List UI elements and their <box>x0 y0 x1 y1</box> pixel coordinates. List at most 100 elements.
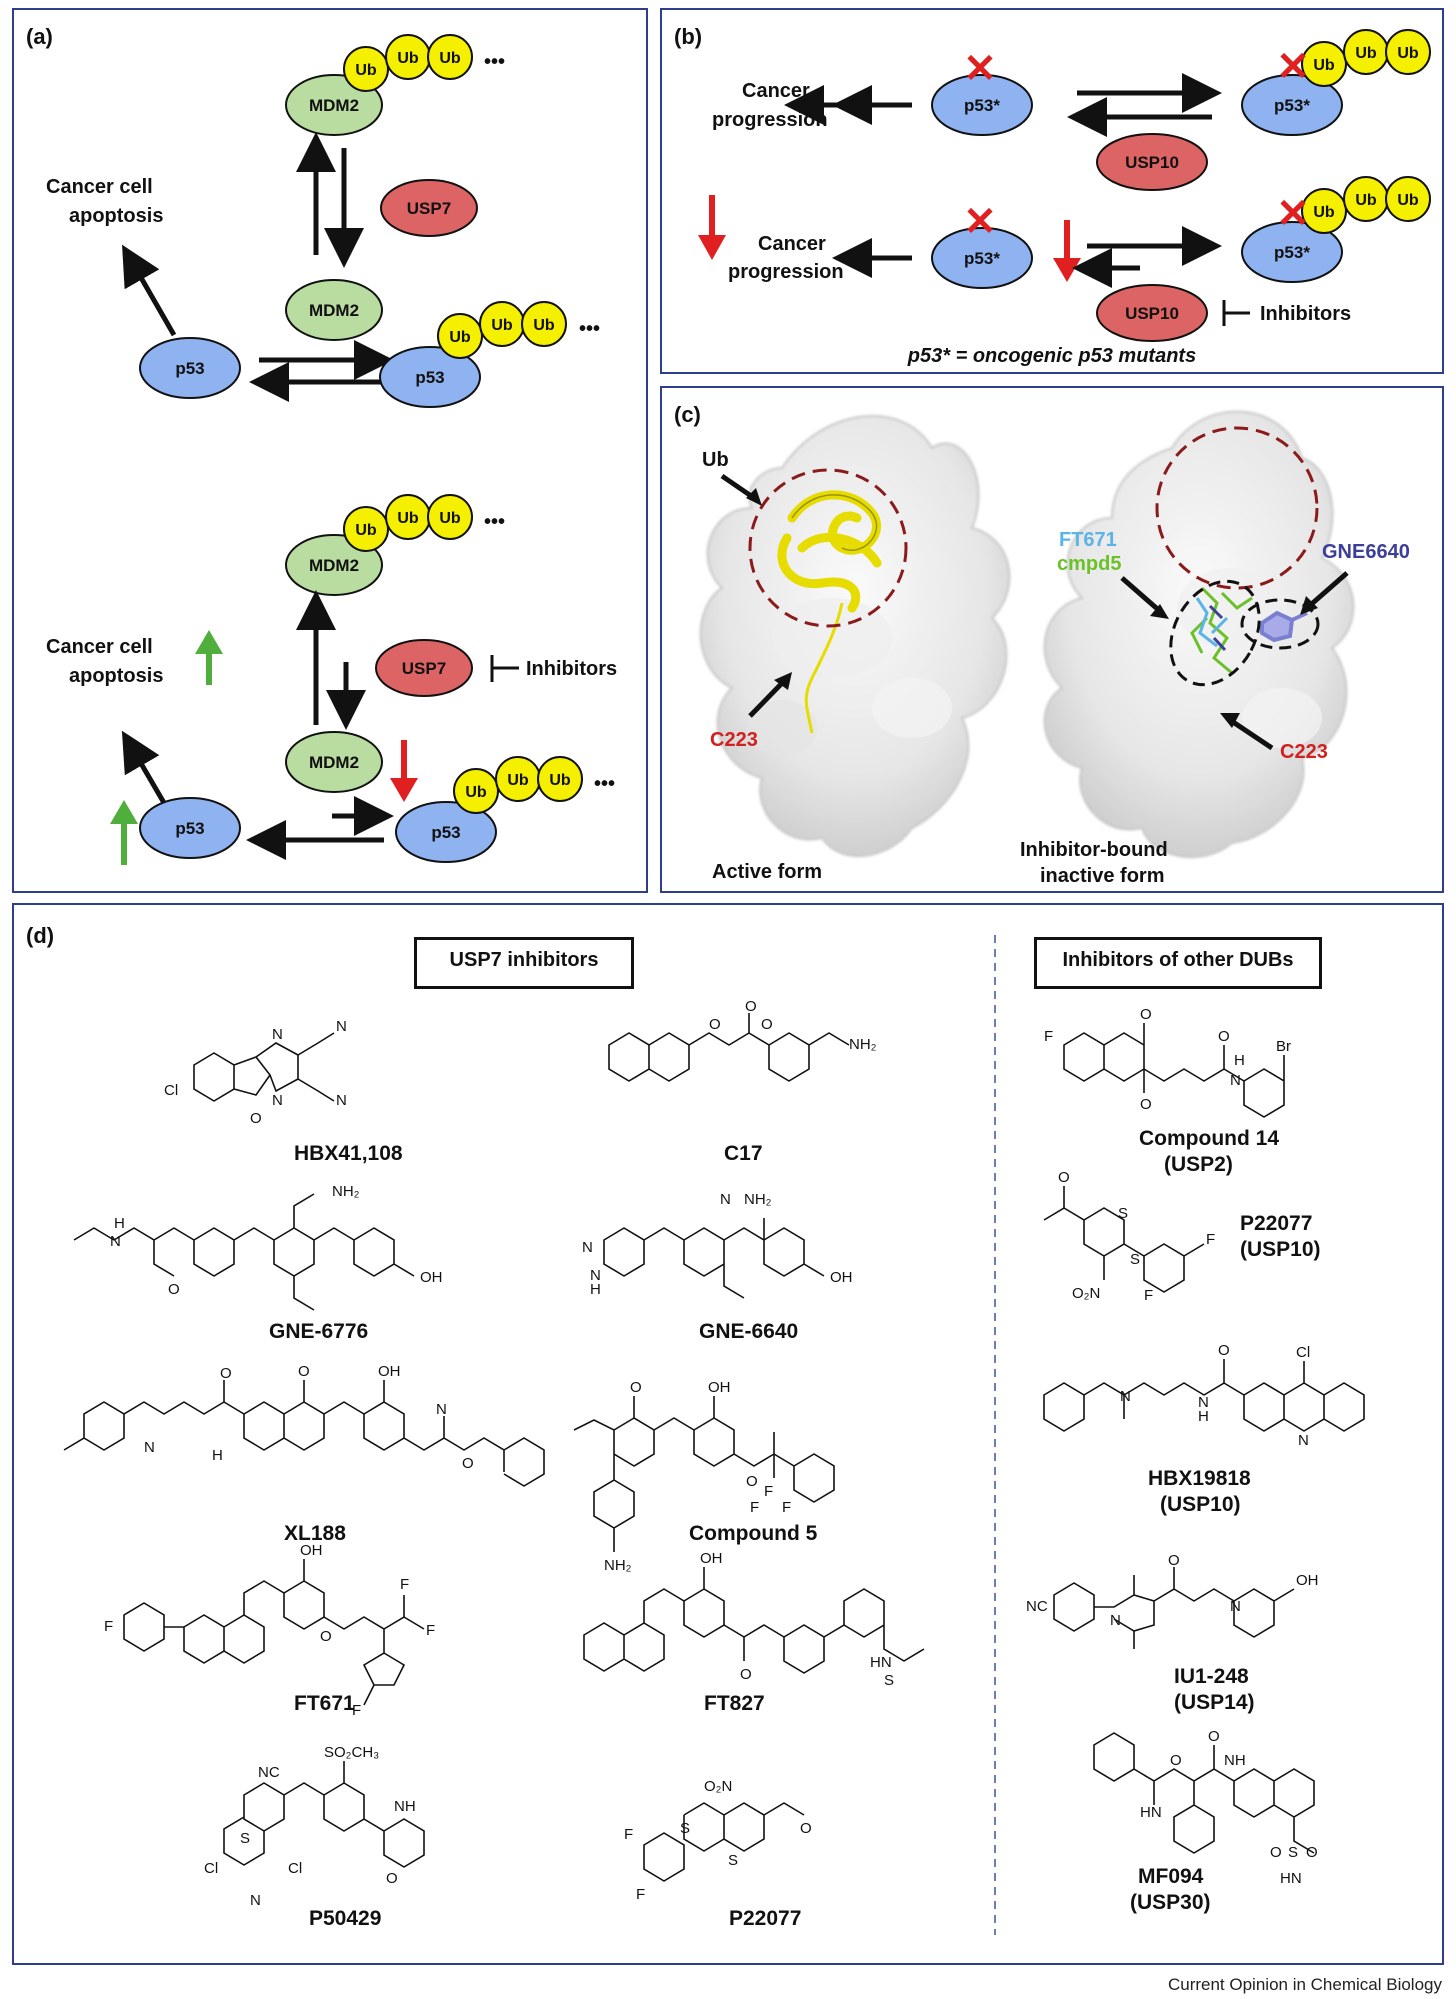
svg-text:O: O <box>740 1666 752 1683</box>
mdm2-ubiquitinated-bottom: MDM2 Ub Ub Ub ••• <box>285 494 505 596</box>
inactive-form-label-2: inactive form <box>1040 865 1164 887</box>
other-dubs-title: Inhibitors of other DUBs <box>1034 937 1322 989</box>
usp7-inhibitors-title: USP7 inhibitors <box>414 937 634 989</box>
svg-text:N: N <box>1120 1388 1131 1405</box>
svg-text:p53*: p53* <box>1274 96 1310 115</box>
structure-gne6776: H N O OH NH₂ GNE-6776 <box>73 1183 443 1343</box>
structure-p50429: SO₂CH₃ NC S NH O Cl Cl N P50429 <box>204 1744 425 1930</box>
svg-text:(USP30): (USP30) <box>1130 1891 1211 1914</box>
usp7-top: USP7 <box>380 179 478 237</box>
svg-text:S: S <box>1288 1844 1298 1861</box>
svg-text:O: O <box>746 1473 758 1490</box>
svg-text:H: H <box>212 1447 223 1464</box>
svg-text:P22077: P22077 <box>729 1907 801 1930</box>
svg-text:O: O <box>630 1379 642 1396</box>
svg-text:O: O <box>745 998 757 1015</box>
cmpd5-label: cmpd5 <box>1057 553 1121 575</box>
svg-text:Cl: Cl <box>1296 1344 1310 1361</box>
structure-ft671: F OH O F F F FT671 <box>104 1542 435 1719</box>
svg-text:USP7: USP7 <box>407 199 451 218</box>
apoptosis-label-top: Cancer cell <box>46 176 153 198</box>
svg-text:MDM2: MDM2 <box>309 753 359 772</box>
mdm2-middle: MDM2 <box>285 279 383 341</box>
svg-text:FT671: FT671 <box>294 1692 355 1715</box>
svg-text:F: F <box>782 1499 791 1516</box>
svg-text:(USP14): (USP14) <box>1174 1691 1255 1714</box>
svg-text:XL188: XL188 <box>284 1522 346 1545</box>
panel-a-label: (a) <box>26 24 53 49</box>
figure-credit: Current Opinion in Chemical Biology <box>1167 1975 1442 1994</box>
svg-text:N: N <box>1230 1598 1241 1615</box>
svg-text:H: H <box>114 1215 125 1232</box>
svg-text:p53*: p53* <box>964 96 1000 115</box>
svg-text:OH: OH <box>708 1379 731 1396</box>
panel-b: (b) Cancer progression <box>660 8 1444 374</box>
svg-text:O₂N: O₂N <box>1072 1285 1100 1302</box>
svg-text:MF094: MF094 <box>1138 1865 1204 1888</box>
structure-c17: O O O NH₂ C17 <box>608 998 877 1165</box>
svg-text:Ub: Ub <box>1313 57 1335 74</box>
svg-text:O: O <box>1208 1728 1220 1745</box>
svg-text:H: H <box>1198 1408 1209 1425</box>
svg-text:Ub: Ub <box>449 329 471 346</box>
panel-d: (d) USP7 inhibitors Inhibitors of other … <box>12 903 1444 1965</box>
usp10-bottom: USP10 <box>1096 284 1208 342</box>
c223-label-left: C223 <box>710 729 758 751</box>
structure-hbx41108: Cl N N N N O HBX41,108 <box>164 1018 403 1165</box>
svg-text:NH: NH <box>394 1798 416 1815</box>
svg-text:apoptosis: apoptosis <box>69 205 163 227</box>
svg-text:H: H <box>590 1281 601 1298</box>
svg-text:F: F <box>426 1622 435 1639</box>
svg-text:NH₂: NH₂ <box>744 1191 772 1208</box>
svg-text:Ub: Ub <box>1355 45 1377 62</box>
svg-text:NC: NC <box>1026 1598 1048 1615</box>
svg-text:USP10: USP10 <box>1125 304 1179 323</box>
structure-gne6640: N N H N NH₂ OH GNE-6640 <box>582 1191 853 1343</box>
svg-text:N: N <box>110 1233 121 1250</box>
svg-text:(USP10): (USP10) <box>1240 1238 1321 1261</box>
svg-text:O: O <box>709 1016 721 1033</box>
svg-text:USP10: USP10 <box>1125 153 1179 172</box>
svg-text:GNE-6776: GNE-6776 <box>269 1320 368 1343</box>
panel-b-diagram: Cancer progression <box>698 29 1431 367</box>
svg-text:N: N <box>1230 1072 1241 1089</box>
svg-text:F: F <box>764 1483 773 1500</box>
svg-text:Ub: Ub <box>439 50 461 67</box>
p53-ubiquitinated-top: p53 Ub Ub Ub ••• <box>379 301 600 408</box>
c223-label-right: C223 <box>1280 741 1328 763</box>
svg-text:O: O <box>1170 1752 1182 1769</box>
svg-text:O: O <box>462 1455 474 1472</box>
svg-text:MDM2: MDM2 <box>309 556 359 575</box>
svg-text:Cl: Cl <box>288 1860 302 1877</box>
svg-text:N: N <box>272 1026 283 1043</box>
svg-text:O: O <box>168 1281 180 1298</box>
svg-text:Ub: Ub <box>397 510 419 527</box>
svg-text:p53: p53 <box>175 819 204 838</box>
structure-ft827: OH O HN S FT827 <box>583 1550 925 1715</box>
apoptosis-label-bottom: Cancer cell <box>46 636 153 658</box>
svg-text:O₂N: O₂N <box>704 1778 732 1795</box>
svg-text:P50429: P50429 <box>309 1907 381 1930</box>
svg-text:Ub: Ub <box>1397 45 1419 62</box>
svg-text:P22077: P22077 <box>1240 1212 1312 1235</box>
svg-text:O: O <box>1270 1844 1282 1861</box>
svg-text:Compound 14: Compound 14 <box>1139 1127 1279 1150</box>
protein-surface-inactive <box>1043 410 1355 859</box>
svg-text:Compound 5: Compound 5 <box>689 1522 818 1545</box>
mdm2-label: MDM2 <box>309 96 359 115</box>
svg-text:S: S <box>680 1820 690 1837</box>
svg-text:N: N <box>272 1092 283 1109</box>
structure-compound14: F O O O H N Br Compound 14 (USP2) <box>1044 1006 1291 1176</box>
svg-text:HN: HN <box>1140 1804 1162 1821</box>
svg-text:apoptosis: apoptosis <box>69 665 163 687</box>
compound-name: HBX41,108 <box>294 1142 403 1165</box>
svg-text:p53*: p53* <box>1274 243 1310 262</box>
svg-text:(USP2): (USP2) <box>1164 1153 1233 1176</box>
svg-text:✕: ✕ <box>963 200 997 244</box>
svg-text:NC: NC <box>258 1764 280 1781</box>
svg-text:Ub: Ub <box>1313 204 1335 221</box>
structure-iu1248: NC N O N OH IU1-248 (USP14) <box>1026 1552 1319 1714</box>
svg-text:N: N <box>144 1439 155 1456</box>
ub-pointer-label: Ub <box>702 449 729 471</box>
svg-text:Cl: Cl <box>204 1860 218 1877</box>
